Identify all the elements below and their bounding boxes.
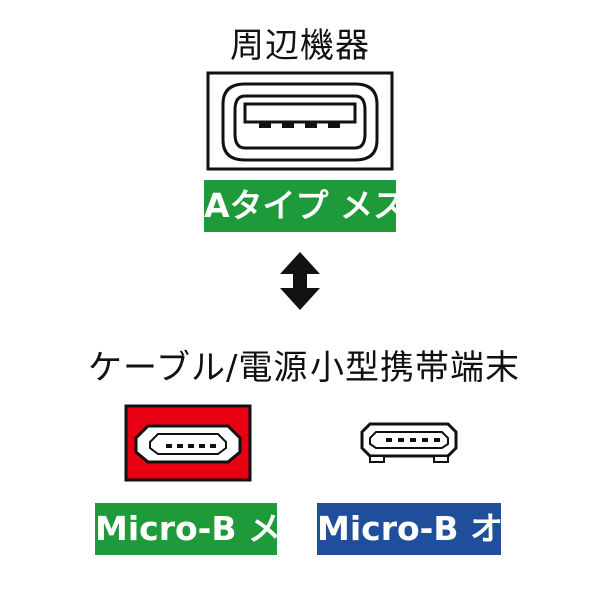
mobile-device-title: 小型携帯端末 xyxy=(310,348,520,388)
micro-b-female-port-icon xyxy=(124,404,252,482)
peripheral-title: 周辺機器 xyxy=(230,26,370,66)
double-arrow-up-down-icon xyxy=(280,252,320,310)
micro-b-female-badge: Micro-B メス xyxy=(95,503,277,555)
micro-b-male-plug-icon xyxy=(360,422,458,463)
usb-a-female-port-icon xyxy=(206,71,394,171)
cable-power-title: ケーブル/電源 xyxy=(88,348,309,388)
usb-a-female-badge: Aタイプ メス xyxy=(204,180,396,232)
micro-b-male-badge: Micro-B オス xyxy=(317,503,501,555)
